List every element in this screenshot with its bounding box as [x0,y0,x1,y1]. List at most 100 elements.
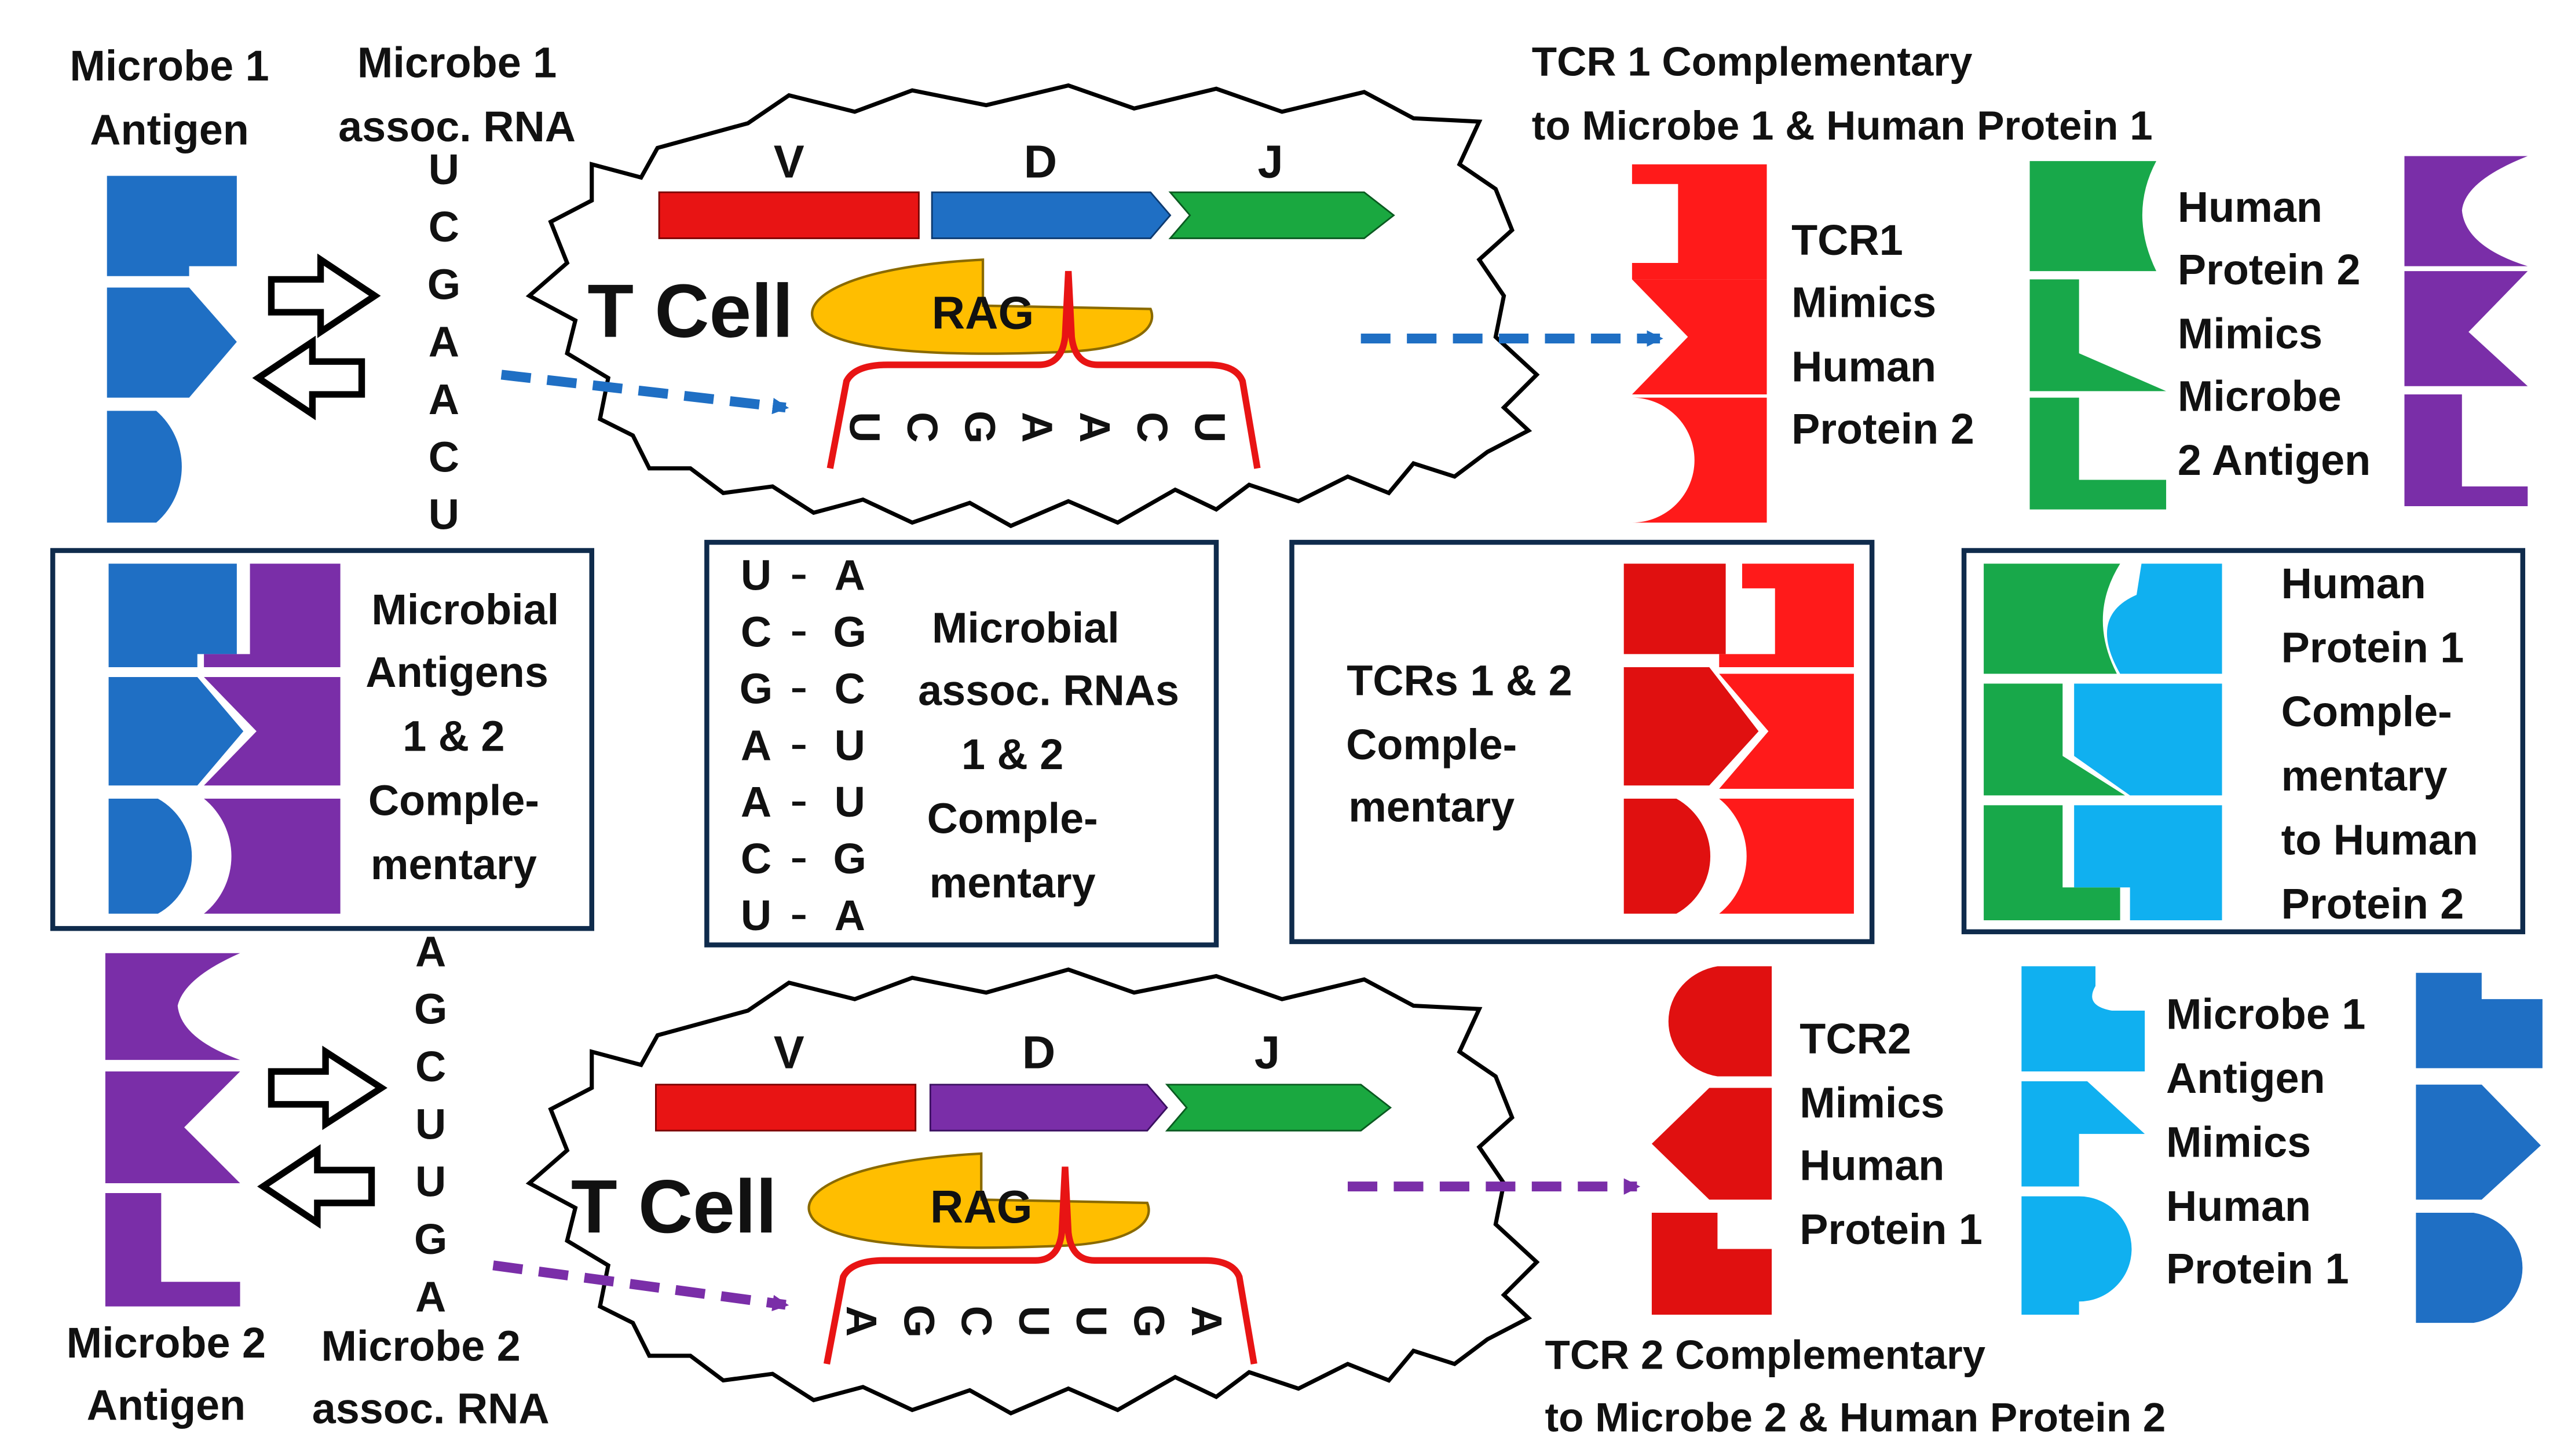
rna2-letter: C [415,1042,446,1091]
exchange-arrows-bottom [257,1045,388,1229]
rna2-label-2: assoc. RNA [312,1384,550,1432]
t-cell-1-rna-letter: A [1071,412,1119,442]
rna1-letter: G [427,260,460,308]
rna1-letter: A [429,375,459,423]
rna1-letter: A [429,318,459,366]
rna-pair-left: A [741,778,771,826]
humans-box-text-3: Comple- [2281,687,2452,736]
tcrs-combined-shape [1623,564,1854,914]
rna1-letter: U [429,145,459,193]
tcr1-mimics-3: Human [1791,342,1936,390]
antigens-box-text-3: 1 & 2 [403,712,504,760]
rnas-box-text-5: mentary [930,858,1096,906]
tcr1-mimics-4: Protein 2 [1791,405,1974,453]
microbe1-mimics-1: Microbe 1 [2166,990,2365,1038]
rna-pair-right: G [833,835,866,883]
rnas-box-text-4: Comple- [927,795,1098,843]
segment-d-2 [929,1084,1168,1132]
tcrs-box-text-2: Comple- [1346,720,1517,769]
antigens-box-text-2: Antigens [365,648,548,696]
tcr2-mimics-2: Mimics [1799,1078,1944,1126]
segment-d-1 [931,191,1172,239]
microbe2-antigen-label-2: Antigen [87,1381,246,1429]
rna2-letter: G [414,985,447,1033]
antigens-box-text-1: Microbial [371,586,559,634]
rna-pair-left: A [741,721,771,769]
human-protein2-shape [2029,161,2167,510]
microbe1-antigen-label-1: Microbe 1 [70,42,269,90]
tcr2-mimics-4: Protein 1 [1799,1205,1983,1253]
dashed-arrow-rna-to-cell-1 [500,370,789,415]
rnas-complementary-box [704,540,1219,948]
microbe1-mimics-3: Mimics [2166,1118,2311,1166]
antigens-combined-shape [108,564,341,914]
rag-bracket-1 [826,270,1261,469]
rna1-letter: U [429,491,459,539]
antigens-box-text-4: Comple- [368,776,539,824]
t-cell-2-rna-letter: U [1067,1306,1115,1337]
rna1-letter: C [429,203,459,251]
tcr1-title-2: to Microbe 1 & Human Protein 1 [1532,103,2153,149]
rnas-box-text-3: 1 & 2 [961,730,1063,778]
human2-mimics-3: Mimics [2178,310,2322,358]
tcr2-shape [1651,966,1772,1315]
microbe1-mimics-4: Human [2166,1182,2311,1230]
rna1-label-2: assoc. RNA [338,103,576,151]
segment-v-label-2: V [774,1026,804,1078]
tcr1-mimics-1: TCR1 [1791,216,1903,264]
humans-box-text-6: Protein 2 [2281,880,2464,928]
human2-mimics-5: 2 Antigen [2178,436,2371,484]
t-cell-1-rna-letter: G [956,411,1004,444]
segment-v-label-1: V [774,136,804,187]
tcr2-title-2: to Microbe 2 & Human Protein 2 [1545,1395,2166,1440]
t-cell-2-rna-letter: G [1125,1305,1173,1338]
dashed-arrow-rna-to-cell-2 [492,1260,789,1311]
segment-j-2 [1165,1084,1392,1132]
tcr2-title-1: TCR 2 Complementary [1545,1333,1985,1378]
tcr1-shape [1632,164,1767,523]
humans-box-text-4: mentary [2281,752,2448,800]
microbe1-mimics-5: Protein 1 [2166,1245,2349,1293]
human2-mimics-2: Protein 2 [2178,246,2361,294]
microbe2-antigen-label-1: Microbe 2 [67,1319,266,1367]
tcrs-box-text-3: mentary [1348,783,1515,831]
rna2-label-1: Microbe 2 [321,1322,520,1370]
t-cell-1-rna-letter: U [841,412,889,442]
microbe1-mimics-2: Antigen [2166,1054,2325,1102]
t-cell-2-rna-letter: A [837,1306,886,1337]
t-cell-2-rna-letter: A [1183,1306,1231,1337]
segment-j-label-1: J [1258,136,1283,187]
t-cell-1-rna-letter: C [898,412,946,442]
tcr2-mimics-1: TCR2 [1799,1015,1911,1063]
t-cell-2-label: T Cell [571,1164,777,1249]
humans-box-text-2: Protein 1 [2281,624,2464,672]
middle-section: Microbial Antigens 1 & 2 Comple- mentary… [50,540,2526,948]
rnas-box-text-1: Microbial [932,603,1120,652]
microbe1-antigen-label-2: Antigen [90,106,249,154]
rna1-letter: C [429,433,459,481]
rag-label-2: RAG [930,1181,1033,1232]
humans-box-text-5: to Human [2281,815,2478,864]
rna-pair-left: U [741,891,771,939]
rna-pair-left: C [741,835,771,883]
rnas-box-text-2: assoc. RNAs [918,666,1179,714]
tcr1-mimics-2: Mimics [1791,279,1936,327]
rna2-letter: A [415,927,446,975]
rna-pair-right: G [833,608,866,656]
rna-pair-left: U [741,551,771,599]
rna-pair-right: U [835,721,865,769]
rna2-letter: G [414,1215,447,1263]
rna2-letter: U [415,1158,446,1206]
t-cell-1-rna-letter: A [1014,412,1062,442]
antigens-box-text-5: mentary [371,840,537,888]
rna2-letter: U [415,1100,446,1148]
t-cell-2-rna-letter: U [1010,1306,1058,1337]
rag-bracket-2 [823,1166,1257,1365]
t-cell-1-rna-letter: C [1128,412,1176,442]
segment-d-label-2: D [1022,1026,1055,1078]
